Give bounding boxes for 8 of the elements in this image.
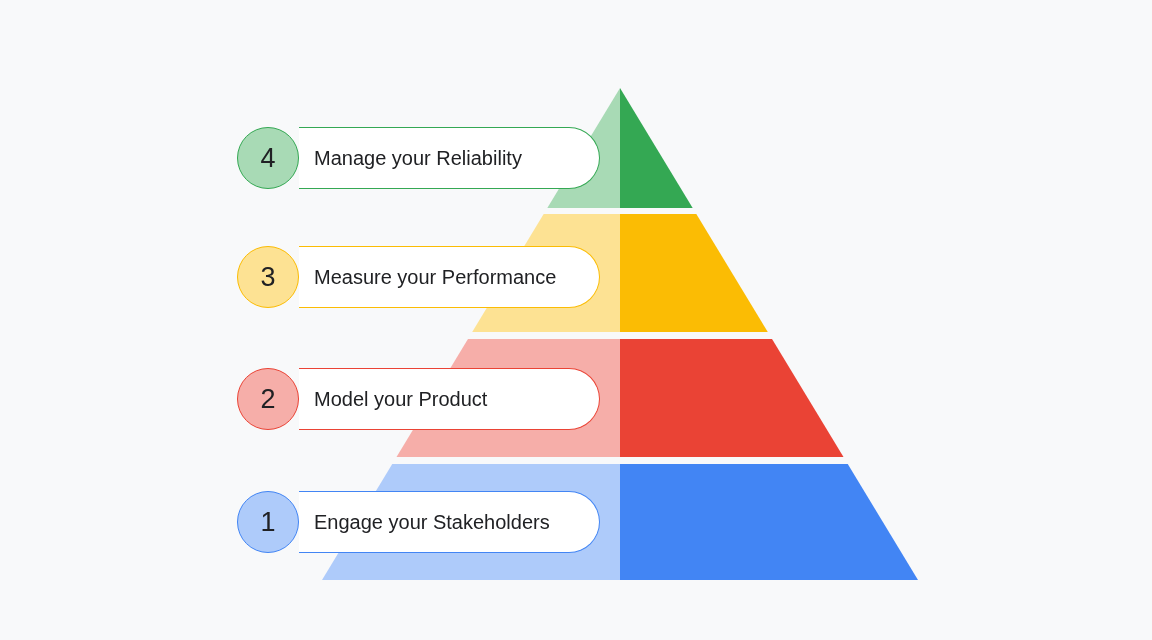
step-number: 1	[237, 491, 299, 553]
step-number: 2	[237, 368, 299, 430]
step-label: Engage your Stakeholders	[299, 491, 600, 553]
step-number: 3	[237, 246, 299, 308]
step-label: Measure your Performance	[299, 246, 600, 308]
step-label: Manage your Reliability	[299, 127, 600, 189]
step-label: Model your Product	[299, 368, 600, 430]
step-number: 4	[237, 127, 299, 189]
